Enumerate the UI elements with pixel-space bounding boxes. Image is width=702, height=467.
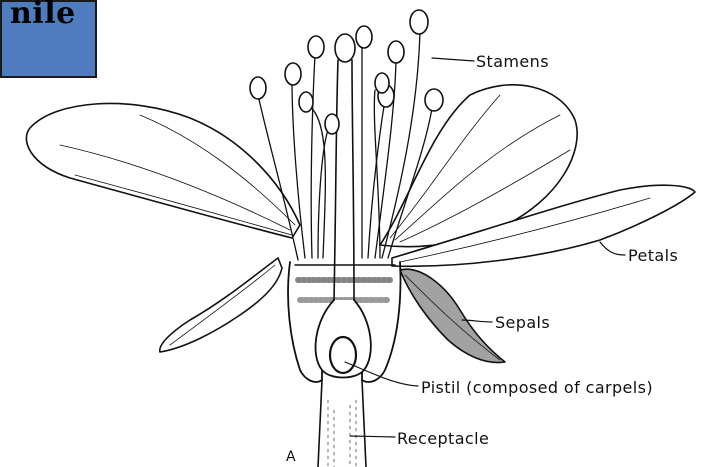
pistil-label: Pistil (composed of carpels) [421,378,653,397]
receptacle-stalk [318,380,366,467]
pistil-style [334,60,354,300]
sepals-label: Sepals [495,313,550,332]
petals-label: Petals [628,246,678,265]
stamens-leader [432,58,474,61]
panel-letter: A [286,449,296,465]
left-petal [26,103,300,238]
right-sepal [400,269,505,362]
ovule [330,337,356,373]
receptacle-label: Receptacle [397,429,489,448]
stamens-label: Stamens [476,52,549,71]
receptacle-leader [350,436,395,437]
pistil-stigma [335,34,355,62]
petals-leader [600,242,625,255]
left-sepal [160,258,282,352]
